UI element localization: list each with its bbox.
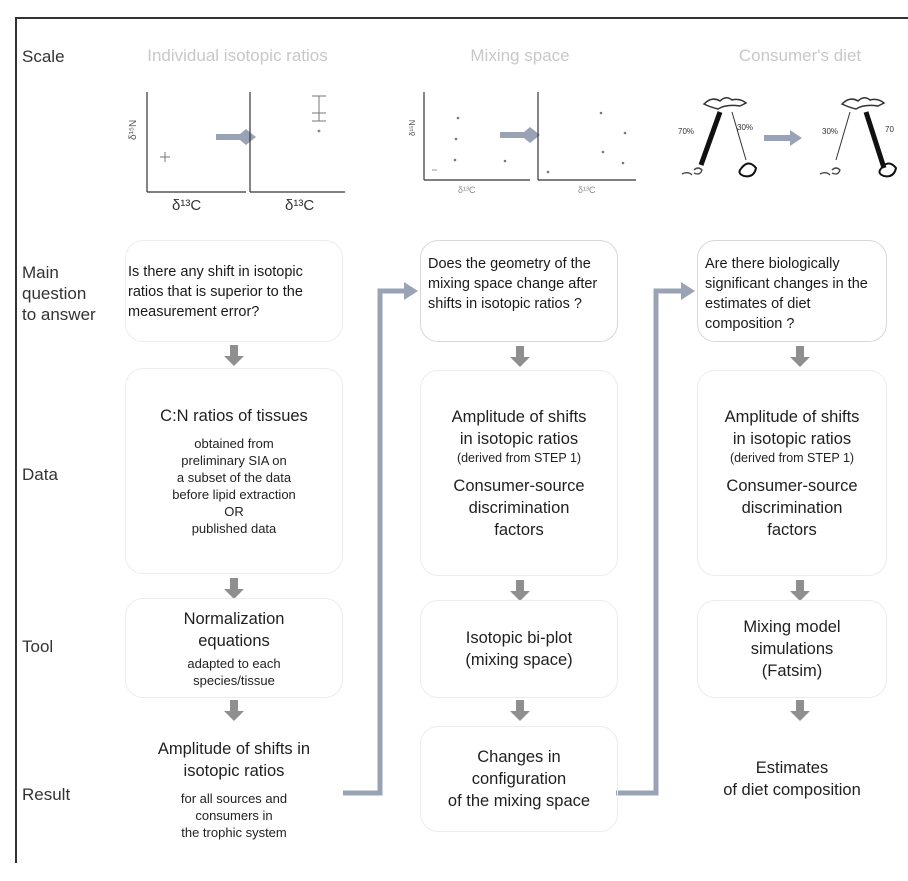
data-line-2: preliminary SIA on	[181, 453, 287, 468]
diet-after-pct-left: 30%	[822, 127, 839, 136]
data-main-mixing-2: in isotopic ratios	[459, 429, 579, 448]
data-box-individual: C:N ratios of tissues obtained from prel…	[125, 368, 343, 574]
question-text-mixing: Does the geometry of the mixing space ch…	[428, 256, 598, 312]
tool-box-diet: Mixing model simulations (Fatsim)	[697, 600, 887, 698]
individual-after-xlabel: δ¹³C	[285, 197, 315, 214]
tool-sub-individual-1: adapted to each	[187, 655, 281, 671]
tool-box-individual: Normalization equations adapted to each …	[125, 598, 343, 698]
result-main-mixing-1: Changes in	[477, 748, 561, 766]
down-arrows	[224, 345, 810, 721]
data-box-mixing: Amplitude of shifts in isotopic ratios (…	[420, 370, 618, 576]
question-text-individual: Is there any shift in isotopic ratios th…	[128, 264, 303, 320]
data-box-diet: Amplitude of shifts in isotopic ratios (…	[697, 370, 887, 576]
question-box-individual: Is there any shift in isotopic ratios th…	[125, 240, 343, 342]
mixing-after-xlabel: δ¹³C	[578, 185, 596, 195]
connector-arrowhead-2	[681, 282, 695, 300]
result-box-individual: Amplitude of shifts in isotopic ratios f…	[125, 724, 343, 854]
data-line-3: a subset of the data	[176, 470, 292, 485]
column-title-consumer-diet: Consumer's diet	[738, 46, 862, 65]
row-label-question: Main question to answer	[22, 263, 96, 324]
connector-arrowhead-1	[404, 282, 418, 300]
data-line-1: obtained from	[194, 436, 274, 451]
tool-main-mixing-2: (mixing space)	[465, 651, 573, 669]
mixing-plot-after	[537, 92, 636, 181]
column-title-individual: Individual isotopic ratios	[147, 46, 328, 65]
mixing-before-ylabel: δ¹⁵N	[408, 119, 417, 136]
question-box-diet: Are there biologically significant chang…	[697, 240, 887, 342]
frame-left-line	[15, 17, 17, 863]
tool-main-individual-1: Normalization	[183, 609, 285, 628]
diet-before-pct-left: 70%	[678, 127, 695, 136]
data-extra-mixing-1: Consumer-source	[453, 476, 585, 495]
individual-plot-before	[146, 92, 246, 193]
data-extra-diet-3: factors	[767, 520, 817, 539]
data-main-diet-2: in isotopic ratios	[732, 429, 852, 448]
down-arrow-c2-3	[510, 700, 530, 721]
data-main-diet-1: Amplitude of shifts	[724, 407, 860, 426]
tool-main-diet-2: simulations	[750, 640, 834, 658]
tool-main-mixing-1: Isotopic bi-plot	[465, 629, 573, 647]
individual-before-xlabel: δ¹³C	[172, 197, 202, 214]
down-arrow-c3-3	[790, 700, 810, 721]
result-main-diet-1: Estimates	[755, 759, 829, 777]
tool-main-diet-1: Mixing model	[743, 618, 841, 636]
tool-main-individual-2: equations	[198, 631, 270, 650]
down-arrow-c2-1	[510, 346, 530, 367]
result-sub-individual-3: the trophic system	[181, 824, 287, 840]
diet-illustration-after	[819, 97, 898, 178]
diet-before-pct-right: 30%	[737, 123, 754, 132]
shift-arrow-mixing	[500, 127, 540, 143]
data-extra-diet-1: Consumer-source	[726, 476, 858, 495]
result-main-mixing-2: configuration	[471, 770, 567, 788]
column-title-mixing-space: Mixing space	[470, 46, 570, 65]
data-extra-mixing-2: discrimination	[468, 498, 570, 517]
connector-arrow-1	[343, 288, 406, 796]
individual-plot-after	[249, 92, 345, 193]
data-line-5: OR	[224, 504, 244, 519]
result-main-diet-2: of diet composition	[723, 781, 861, 799]
down-arrow-c3-1	[790, 346, 810, 367]
data-extra-mixing-3: factors	[494, 520, 544, 539]
data-main-mixing-1: Amplitude of shifts	[451, 407, 587, 426]
result-box-mixing: Changes in configuration of the mixing s…	[420, 726, 618, 832]
result-main-individual-1: Amplitude of shifts in	[157, 739, 311, 758]
down-arrow-c3-2	[790, 580, 810, 601]
connector-arrow-2	[616, 288, 683, 796]
down-arrow-c1-3	[224, 700, 244, 721]
shift-arrow-individual	[216, 129, 256, 145]
data-main-individual: C:N ratios of tissues	[160, 407, 308, 425]
shift-arrow-diet	[764, 130, 802, 146]
result-main-individual-2: isotopic ratios	[183, 761, 285, 780]
result-main-mixing-3: of the mixing space	[447, 792, 591, 810]
result-sub-individual-2: consumers in	[195, 807, 273, 823]
data-paren-mixing: (derived from STEP 1)	[456, 450, 582, 465]
result-sub-individual-1: for all sources and	[180, 790, 288, 806]
frame-top-line	[15, 17, 908, 19]
mixing-before-xlabel: δ¹³C	[458, 185, 476, 195]
row-label-data: Data	[22, 465, 58, 484]
tool-sub-individual-2: species/tissue	[193, 672, 275, 688]
down-arrow-c1-1	[224, 345, 244, 366]
tool-main-diet-3: (Fatsim)	[761, 662, 823, 680]
row-label-scale: Scale	[22, 47, 65, 66]
data-line-4: before lipid extraction	[172, 487, 296, 502]
mixing-plot-before	[423, 92, 530, 181]
data-extra-diet-2: discrimination	[741, 498, 843, 517]
diet-after-pct-right: 70	[885, 125, 894, 134]
result-box-diet: Estimates of diet composition	[697, 726, 887, 832]
question-text-diet: Are there biologically significant chang…	[705, 256, 868, 332]
question-box-mixing: Does the geometry of the mixing space ch…	[420, 240, 618, 342]
data-paren-diet: (derived from STEP 1)	[729, 450, 855, 465]
down-arrow-c1-2	[224, 578, 244, 599]
individual-before-ylabel: δ¹⁵N	[128, 119, 139, 140]
row-label-result: Result	[22, 785, 71, 804]
row-label-tool: Tool	[22, 637, 54, 656]
diet-illustration-before	[681, 97, 758, 178]
down-arrow-c2-2	[510, 580, 530, 601]
data-line-6: published data	[191, 521, 277, 536]
tool-box-mixing: Isotopic bi-plot (mixing space)	[420, 600, 618, 698]
